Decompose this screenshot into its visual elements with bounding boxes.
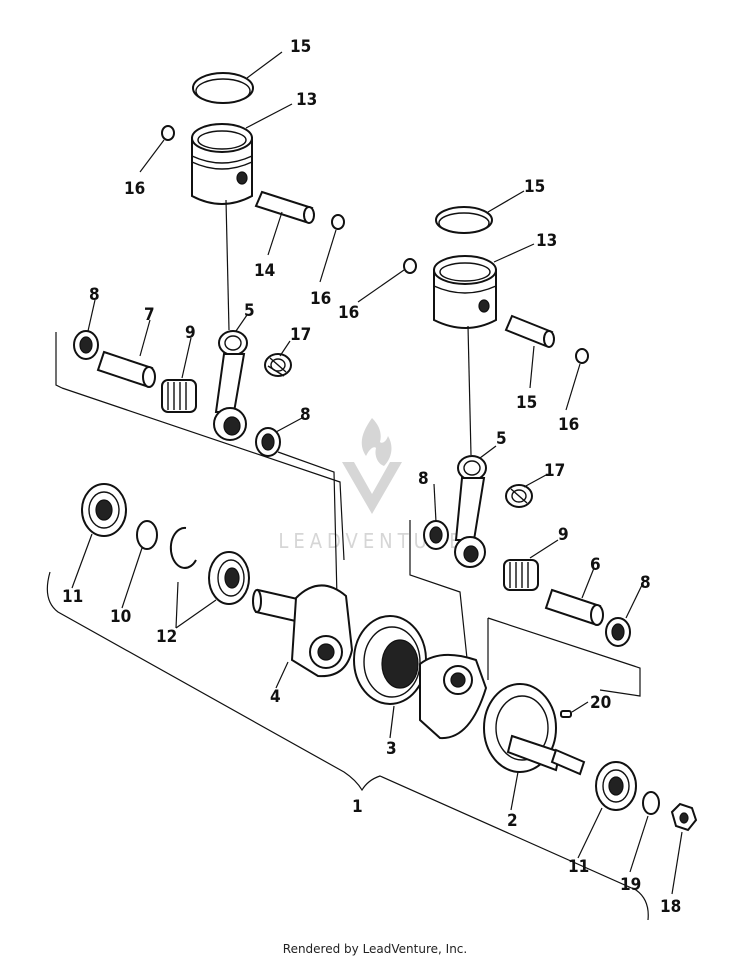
callout-13: 13 <box>296 90 317 110</box>
callout-9: 9 <box>558 525 569 545</box>
callout-3: 3 <box>386 739 397 759</box>
callout-14: 14 <box>254 261 275 281</box>
callout-5: 5 <box>244 301 255 321</box>
snap-ring-12 <box>169 526 197 569</box>
callout-5: 5 <box>496 429 507 449</box>
callout-16: 16 <box>558 415 579 435</box>
callout-12: 12 <box>156 627 177 647</box>
needle-bearing-right <box>503 559 539 591</box>
callout-11: 11 <box>62 587 83 607</box>
nut-18 <box>670 802 698 832</box>
callout-19: 19 <box>620 875 641 895</box>
key-20 <box>560 710 572 718</box>
callout-7: 7 <box>144 305 155 325</box>
bearing-12 <box>208 551 250 605</box>
needle-bearing-left <box>161 379 197 413</box>
callout-16: 16 <box>124 179 145 199</box>
footer-credit: Rendered by LeadVenture, Inc. <box>282 942 468 956</box>
callout-4: 4 <box>270 687 281 707</box>
connecting-rod-left <box>213 330 248 441</box>
callout-16: 16 <box>310 289 331 309</box>
leader-lines <box>71 51 683 895</box>
callout-11: 11 <box>568 857 589 877</box>
callout-17: 17 <box>290 325 311 345</box>
needle-bearing-small-left <box>264 353 292 377</box>
washer-8-top-left <box>73 330 99 360</box>
circlip-left-a <box>161 125 175 141</box>
piston-pin-left <box>254 190 315 224</box>
callout-8: 8 <box>640 573 651 593</box>
callout-10: 10 <box>110 607 131 627</box>
callout-15: 15 <box>524 177 545 197</box>
main-bearing-right <box>595 761 637 811</box>
callout-9: 9 <box>185 323 196 343</box>
needle-bearing-small-right <box>505 484 533 508</box>
callout-6: 6 <box>590 555 601 575</box>
connecting-rod-right <box>454 455 487 568</box>
washer-19 <box>642 791 660 815</box>
washer-8-mid-left <box>255 427 281 457</box>
piston-ring-right <box>435 206 493 234</box>
crankpin-right <box>544 588 604 626</box>
callout-17: 17 <box>544 461 565 481</box>
crank-half-2 <box>483 683 586 776</box>
callout-8: 8 <box>418 469 429 489</box>
assembly-brace <box>46 571 649 921</box>
callout-2: 2 <box>507 811 518 831</box>
piston-left <box>191 123 253 205</box>
crank-half-4 <box>252 584 354 678</box>
piston-ring-left <box>192 72 254 104</box>
callout-14: 15 <box>516 393 537 413</box>
circlip-left-b <box>331 214 345 230</box>
callout-16: 16 <box>338 303 359 323</box>
washer-8-mid-right <box>423 520 449 550</box>
main-bearing-left <box>81 483 127 537</box>
piston-right <box>433 255 497 329</box>
crankpin-left <box>96 350 156 388</box>
callout-1: 1 <box>352 797 363 817</box>
piston-pin-right <box>504 314 555 348</box>
callout-13: 13 <box>536 231 557 251</box>
callout-15: 15 <box>290 37 311 57</box>
callout-20: 20 <box>590 693 611 713</box>
callout-labels: 15 13 16 14 16 15 13 16 15 16 8 7 9 5 17… <box>62 37 681 917</box>
callout-18: 18 <box>660 897 681 917</box>
crank-center-3 <box>353 615 488 740</box>
ring-10 <box>136 520 158 550</box>
circlip-right-b <box>575 348 589 364</box>
callout-8: 8 <box>89 285 100 305</box>
washer-8-bottom-right <box>605 617 631 647</box>
callout-8: 8 <box>300 405 311 425</box>
circlip-right-a <box>403 258 417 274</box>
